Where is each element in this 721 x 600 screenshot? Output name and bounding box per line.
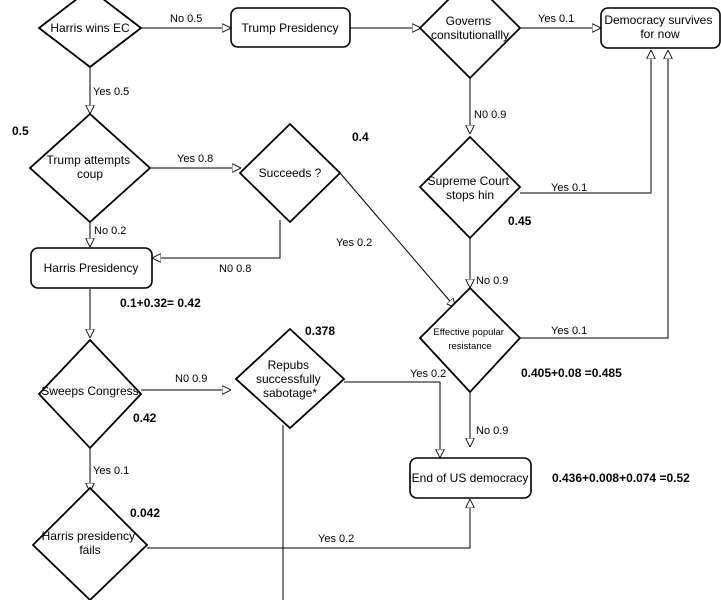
prob-sweeps: 0.42 bbox=[133, 411, 157, 425]
edge-label-repubs-to-end: Yes 0.2 bbox=[410, 368, 446, 380]
svg-text:Repubs successfully: Repubs successfully sabotage* bbox=[256, 358, 324, 400]
node-resistance-line2: resistance bbox=[448, 341, 491, 352]
node-governs-constitutionally: Governs consitutionallly bbox=[418, 0, 522, 80]
node-repubs-line2: successfully bbox=[256, 372, 321, 386]
prob-end: 0.436+0.008+0.074 =0.52 bbox=[552, 471, 690, 485]
node-resistance-line1: Effective popular bbox=[433, 327, 504, 338]
node-coup-line2: coup bbox=[77, 167, 103, 181]
node-court-line2: stops hin bbox=[446, 188, 494, 202]
node-effective-resistance: Effective popular resistance bbox=[418, 286, 522, 394]
svg-text:Effective popular resist: Effective popular resistance bbox=[433, 327, 506, 352]
edge-label-resistance-to-end: No 0.9 bbox=[476, 425, 508, 437]
edges bbox=[90, 28, 668, 600]
edge-succeeds-to-resistance bbox=[339, 172, 455, 307]
node-harris-fails: Harris presidency fails bbox=[31, 486, 149, 600]
edge-label-sweeps-to-fails: Yes 0.1 bbox=[93, 465, 129, 477]
edge-label-succeeds-to-resistance: Yes 0.2 bbox=[336, 237, 372, 249]
edge-label-governs-to-court: N0 0.9 bbox=[474, 109, 506, 121]
edge-label-court-to-democracy: Yes 0.1 bbox=[551, 182, 587, 194]
node-governs-line1: Governs bbox=[446, 14, 491, 28]
edge-label-harris-to-coup: Yes 0.5 bbox=[93, 86, 129, 98]
node-harris-presidency: Harris Presidency bbox=[30, 247, 153, 289]
node-democracy-line2: for now bbox=[640, 27, 680, 41]
edge-label-court-to-resistance: No 0.9 bbox=[476, 275, 508, 287]
node-governs-line2: consitutionallly bbox=[431, 28, 509, 42]
node-democracy-survives: Democracy survives for now bbox=[600, 7, 721, 49]
edge-label-resistance-to-democracy: Yes 0.1 bbox=[551, 325, 587, 337]
node-end-democracy: End of US democracy bbox=[409, 457, 532, 499]
node-harris-wins-ec: Harris wins EC bbox=[37, 0, 143, 69]
node-sweeps-congress: Sweeps Congress bbox=[37, 338, 143, 450]
node-trump-presidency: Trump Presidency bbox=[230, 7, 351, 48]
probability-labels: 0.5 0.4 0.45 0.1+0.32= 0.42 0.378 0.405+… bbox=[12, 124, 690, 520]
prob-succeeds: 0.4 bbox=[352, 130, 369, 144]
prob-fails: 0.042 bbox=[130, 506, 160, 520]
edge-resistance-to-democracy bbox=[520, 51, 668, 339]
node-trump-attempts-coup: Trump attempts coup bbox=[28, 112, 152, 224]
edge-succeeds-to-harris-pres bbox=[153, 220, 281, 258]
prob-coup: 0.5 bbox=[12, 124, 29, 138]
node-repubs-line3: sabotage* bbox=[263, 386, 317, 400]
node-democracy-line1: Democracy survives bbox=[604, 13, 712, 27]
edge-label-succeeds-to-harris-pres: N0 0.8 bbox=[219, 263, 251, 275]
node-succeeds: Succeeds ? bbox=[238, 122, 342, 224]
node-repubs-sabotage: Repubs successfully sabotage* bbox=[234, 327, 346, 430]
svg-text:Democracy survives for n: Democracy survives for now bbox=[604, 13, 715, 41]
prob-court: 0.45 bbox=[508, 214, 532, 228]
edge-label-harris-to-trump: No 0.5 bbox=[170, 13, 202, 25]
node-trump-presidency-label: Trump Presidency bbox=[242, 21, 339, 35]
prob-repubs: 0.378 bbox=[305, 324, 335, 338]
node-supreme-court: Supreme Court stops hin bbox=[418, 135, 522, 240]
svg-text:Harris presidency fails: Harris presidency fails bbox=[42, 529, 139, 557]
node-fails-line1: Harris presidency bbox=[42, 529, 135, 543]
edge-fails-to-end bbox=[147, 500, 470, 549]
edge-label-coup-to-harris-pres: No 0.2 bbox=[94, 225, 126, 237]
node-harris-wins-ec-label: Harris wins EC bbox=[50, 21, 130, 35]
node-coup-line1: Trump attempts bbox=[47, 153, 131, 167]
node-end-label: End of US democracy bbox=[412, 471, 529, 485]
edge-repubs-to-end bbox=[344, 381, 440, 457]
node-sweeps-label: Sweeps Congress bbox=[41, 384, 138, 398]
edge-label-fails-to-end: Yes 0.2 bbox=[318, 533, 354, 545]
prob-harris-presidency: 0.1+0.32= 0.42 bbox=[120, 296, 201, 310]
node-repubs-line1: Repubs bbox=[268, 358, 309, 372]
edge-label-coup-to-succeeds: Yes 0.8 bbox=[177, 153, 213, 165]
edge-label-sweeps-to-repubs: N0 0.9 bbox=[175, 373, 207, 385]
svg-text:Trump attempts coup: Trump attempts coup bbox=[47, 153, 134, 181]
edge-labels: No 0.5 Yes 0.5 Yes 0.1 N0 0.9 Yes 0.8 No… bbox=[93, 13, 587, 545]
node-succeeds-label: Succeeds ? bbox=[259, 166, 322, 180]
prob-resistance: 0.405+0.08 =0.485 bbox=[521, 366, 622, 380]
node-harris-presidency-label: Harris Presidency bbox=[44, 261, 139, 275]
edge-court-to-democracy bbox=[520, 51, 651, 194]
edge-label-governs-to-democracy: Yes 0.1 bbox=[538, 13, 574, 25]
svg-text:Governs consitutionallly: Governs consitutionallly bbox=[431, 14, 509, 42]
node-fails-line2: fails bbox=[79, 543, 100, 557]
node-court-line1: Supreme Court bbox=[428, 174, 510, 188]
svg-text:Supreme Court stops hin: Supreme Court stops hin bbox=[428, 174, 513, 202]
